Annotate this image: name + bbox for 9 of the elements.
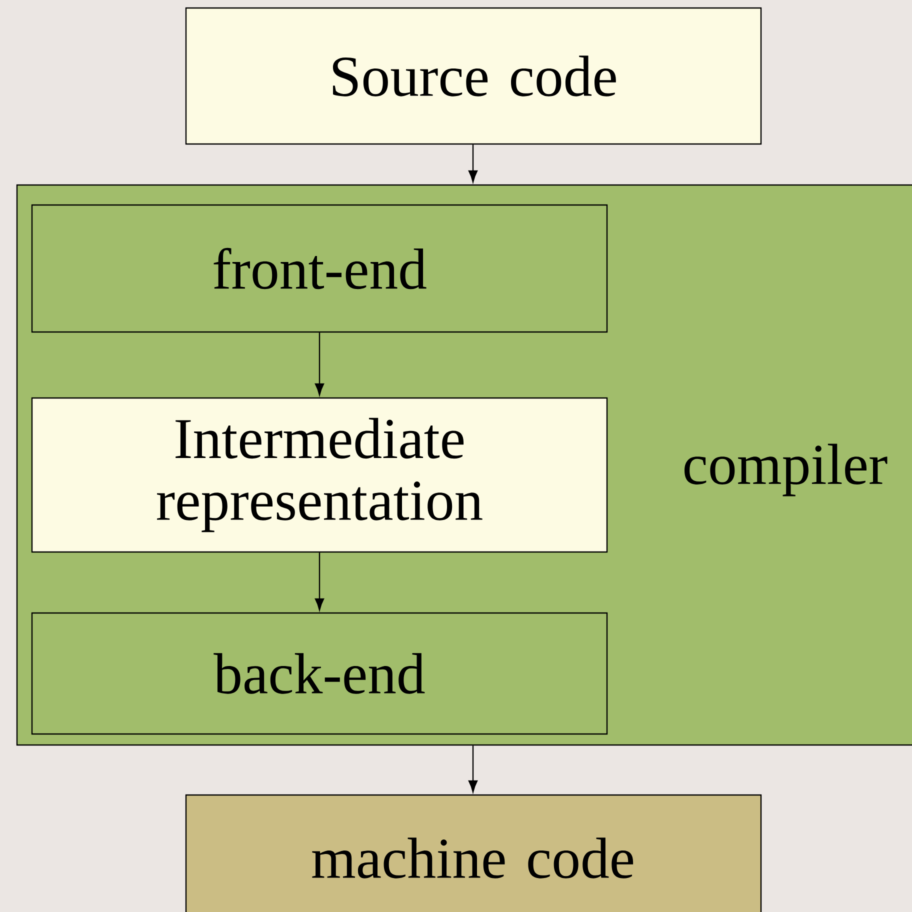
source-box: Source code xyxy=(185,7,762,145)
arrow xyxy=(468,144,478,182)
stage-box: back-end xyxy=(31,612,608,735)
stage-box: Intermediate representation xyxy=(31,397,608,553)
output-box: machine code xyxy=(185,794,762,912)
arrow xyxy=(314,332,324,396)
arrow xyxy=(314,552,324,610)
stage-box: front-end xyxy=(31,204,608,333)
arrow xyxy=(468,746,478,792)
